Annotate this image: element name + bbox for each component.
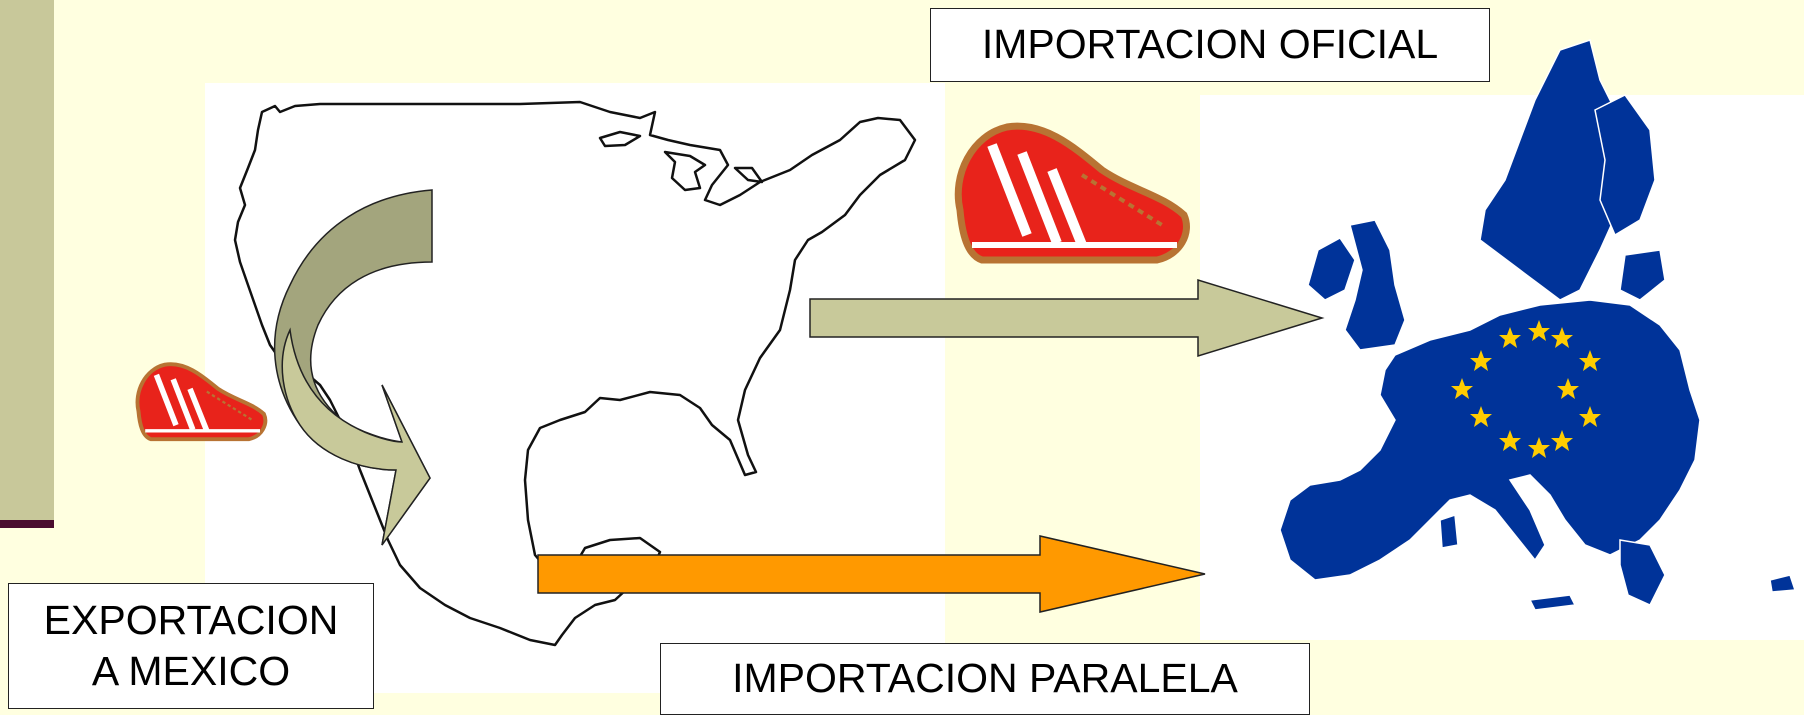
official-import-label: IMPORTACION OFICIAL (930, 8, 1490, 82)
official-import-arrow (809, 278, 1325, 358)
export-text-line1: EXPORTACION (43, 596, 339, 643)
sidebar-accent-bar (0, 0, 54, 520)
eu-stars (1451, 320, 1601, 458)
export-arrow-lower (281, 327, 431, 546)
parallel-import-text: IMPORTACION PARALELA (732, 655, 1238, 702)
export-text-line2: A MEXICO (91, 648, 291, 694)
parallel-import-arrow (537, 535, 1206, 613)
parallel-import-label: IMPORTACION PARALELA (660, 643, 1310, 715)
sneaker-icon (135, 362, 268, 442)
sneaker-icon (954, 122, 1190, 264)
sidebar-accent-rule (0, 520, 54, 528)
export-label: EXPORTACION A MEXICO (8, 583, 374, 709)
european-union-map (1279, 39, 1797, 611)
official-import-text: IMPORTACION OFICIAL (981, 21, 1439, 68)
